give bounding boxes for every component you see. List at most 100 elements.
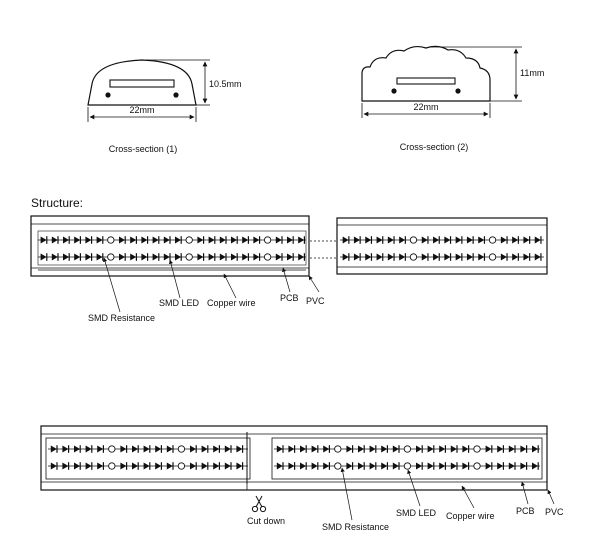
smd-led (51, 235, 59, 245)
smd-led (380, 461, 389, 471)
smd-led (61, 444, 70, 454)
smd-led (73, 444, 81, 454)
cut-segment-right (271, 437, 543, 480)
smd-led (166, 461, 174, 471)
smd-led (62, 235, 70, 245)
smd-led (119, 444, 128, 454)
smd-led (508, 444, 516, 454)
smd-led (196, 235, 205, 245)
smd-led (84, 461, 93, 471)
smd-led (353, 252, 361, 262)
smd-led (219, 235, 227, 245)
cut-label-smd-led: SMD LED (396, 508, 437, 518)
smd-led (534, 252, 542, 262)
smd-led (421, 235, 429, 245)
smd-led (534, 235, 542, 245)
smd-led (129, 252, 137, 262)
cut-label: Cut down (247, 516, 285, 526)
structure-label-pcb: PCB (280, 293, 299, 303)
smd-led (95, 252, 104, 262)
smd-led (62, 252, 70, 262)
smd-led (275, 252, 283, 262)
smd-led (208, 235, 216, 245)
smd-led (143, 461, 151, 471)
smd-led (286, 235, 294, 245)
smd-led (252, 235, 261, 245)
smd-led (163, 252, 171, 262)
cross-section-2-profile (361, 45, 491, 102)
cut-strip: Cut down SMD Resistance SMD LED Copper w… (40, 425, 564, 532)
smd-resistor (473, 462, 481, 470)
smd-led (235, 461, 244, 471)
smd-led (455, 252, 463, 262)
smd-resistor (177, 462, 186, 470)
smd-led (208, 252, 216, 262)
smd-led (235, 444, 244, 454)
cross-section-1-caption: Cross-section (1) (109, 144, 178, 154)
smd-led (522, 235, 531, 245)
smd-led (73, 461, 81, 471)
smd-led (118, 252, 126, 262)
smd-led (427, 461, 435, 471)
structure-label-pvc: PVC (306, 296, 325, 306)
cross-section-1-profile (87, 59, 197, 106)
smd-led (364, 252, 373, 262)
smd-led (96, 461, 104, 471)
smd-led (466, 235, 474, 245)
structure-pvc-right (336, 217, 548, 275)
smd-resistor (334, 462, 342, 470)
smd-resistor (185, 236, 193, 244)
smd-led (95, 235, 104, 245)
smd-led (531, 461, 539, 471)
smd-resistor (409, 236, 418, 244)
cross-section-1-width-label: 22mm (129, 105, 154, 115)
cross-section-2-pcb (396, 77, 456, 85)
cross-section-1-wire-left (105, 92, 111, 98)
smd-led (369, 461, 377, 471)
smd-resistor (107, 236, 115, 244)
smd-led (50, 461, 58, 471)
smd-led (508, 461, 516, 471)
smd-led (39, 252, 48, 262)
smd-led (345, 461, 354, 471)
structure-pcb (37, 230, 307, 266)
smd-led (438, 461, 447, 471)
smd-led (450, 444, 458, 454)
structure-label-smd-resistance: SMD Resistance (88, 313, 155, 323)
cut-pvc (40, 425, 548, 491)
smd-led (196, 252, 205, 262)
smd-resistor (334, 445, 342, 453)
smd-resistor (263, 236, 272, 244)
cross-section-1-pcb (109, 79, 175, 88)
smd-led (84, 444, 93, 454)
smd-led (276, 444, 284, 454)
smd-led (511, 252, 519, 262)
smd-resistor (488, 253, 497, 261)
cut-label-copper-wire: Copper wire (446, 511, 495, 521)
smd-led (500, 235, 508, 245)
smd-led (140, 252, 149, 262)
smd-led (311, 444, 319, 454)
smd-led (369, 444, 377, 454)
smd-led (398, 235, 406, 245)
smd-led (140, 235, 149, 245)
smd-resistor (488, 236, 497, 244)
smd-led (241, 235, 249, 245)
cut-led-rows (48, 444, 540, 471)
smd-led (466, 252, 474, 262)
smd-led (477, 252, 486, 262)
cut-label-pcb: PCB (516, 506, 535, 516)
smd-led (519, 444, 528, 454)
smd-led (73, 235, 81, 245)
smd-led (51, 252, 59, 262)
smd-led (219, 252, 227, 262)
cross-section-1-wire-right (173, 92, 179, 98)
smd-led (387, 252, 395, 262)
smd-led (154, 444, 162, 454)
smd-led (297, 235, 306, 245)
smd-led (152, 252, 160, 262)
structure-label-smd-led: SMD LED (159, 298, 200, 308)
smd-led (415, 461, 423, 471)
cross-section-2-wire-left (391, 88, 397, 94)
